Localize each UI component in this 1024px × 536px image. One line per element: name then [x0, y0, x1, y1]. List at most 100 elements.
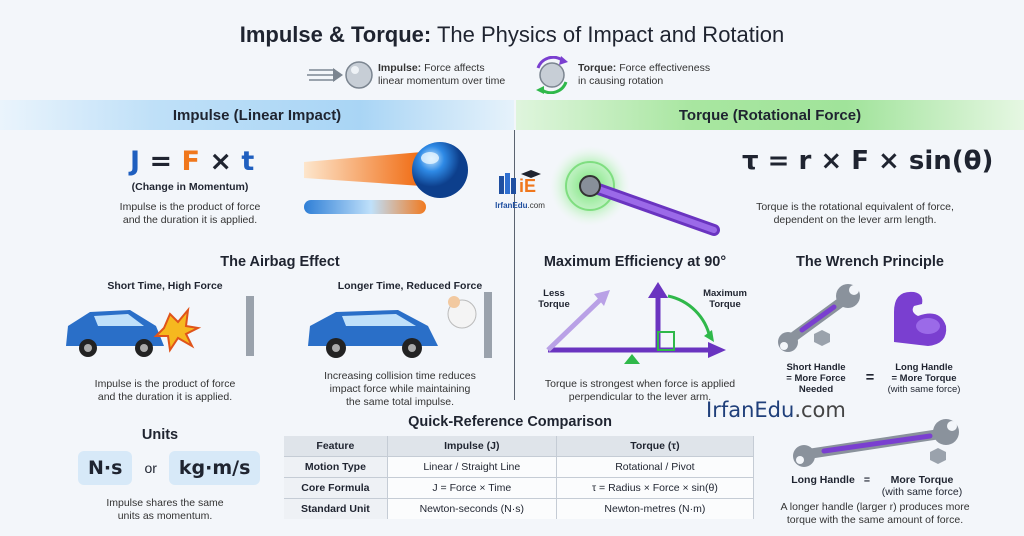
- max-torque-2: Torque: [709, 299, 741, 310]
- units-row: N·s or kg·m/s: [78, 451, 261, 485]
- airbag-right-label: Longer Time, Reduced Force: [337, 280, 483, 292]
- bottom-more-1: More Torque: [890, 474, 954, 486]
- airbag-right-desc-3: the same total impulse.: [346, 396, 454, 408]
- brand-suffix: .com: [794, 398, 846, 422]
- table-cell: Newton-seconds (N·s): [387, 498, 557, 519]
- max-torque-1: Maximum: [703, 288, 747, 299]
- torque-legend: Torque: Force effectiveness in causing r…: [578, 62, 710, 88]
- torque-legend-icon: [536, 56, 568, 94]
- formula-x: ×: [209, 146, 232, 177]
- torque-desc: Torque is the rotational equivalent of f…: [735, 201, 975, 227]
- small-logo-text: IrfanEdu.com: [490, 201, 550, 210]
- table-cell: Core Formula: [284, 477, 388, 499]
- units-or: or: [144, 460, 157, 476]
- table-row: Core Formula J = Force × Time τ = Radius…: [284, 477, 755, 499]
- short-handle-2: = More Force: [786, 373, 846, 384]
- page-title: Impulse & Torque: The Physics of Impact …: [0, 22, 1024, 48]
- long-handle-2: = More Torque: [891, 373, 957, 384]
- table-cell: Linear / Straight Line: [387, 456, 557, 478]
- wrench-desc: A longer handle (larger r) produces more…: [760, 501, 990, 527]
- table-header: Torque (τ): [556, 436, 755, 457]
- airbag-left-label: Short Time, High Force: [107, 280, 223, 292]
- units-desc: Impulse shares the same units as momentu…: [80, 497, 250, 523]
- long-handle-label: Long Handle= More Torque(with same force…: [876, 362, 972, 395]
- formula-f: F: [181, 146, 200, 177]
- torque-header: Torque (Rotational Force): [516, 100, 1024, 130]
- small-logo-suffix: .com: [527, 201, 545, 210]
- svg-text:iE: iE: [519, 176, 536, 196]
- short-wrench-icon: [778, 284, 860, 352]
- wrench-desc-1: A longer handle (larger r) produces more: [780, 501, 970, 513]
- torque-legend-text-1: Force effectiveness: [616, 62, 711, 74]
- crash-car-right: [308, 292, 492, 358]
- long-handle-3: (with same force): [887, 384, 961, 395]
- efficiency-diagram: [546, 282, 726, 364]
- brand-logo: IrfanEdu.com: [706, 398, 846, 422]
- impulse-formula: J = F × t: [130, 146, 254, 177]
- torque-desc-1: Torque is the rotational equivalent of f…: [756, 201, 954, 213]
- formula-eq: =: [149, 146, 173, 177]
- unit-ns: N·s: [78, 451, 133, 485]
- units-desc-2: units as momentum.: [117, 510, 213, 522]
- table-cell: Newton-metres (N·m): [556, 498, 755, 519]
- torque-legend-text-2: in causing rotation: [578, 75, 664, 87]
- title-rest: The Physics of Impact and Rotation: [431, 22, 785, 47]
- small-logo: iE IrfanEdu.com: [490, 168, 550, 210]
- table-row: Standard Unit Newton-seconds (N·s) Newto…: [284, 498, 755, 519]
- short-handle-1: Short Handle: [786, 362, 846, 373]
- bottom-eq: =: [863, 474, 871, 486]
- torque-legend-label: Torque:: [578, 62, 617, 74]
- brand-name: IrfanEdu: [706, 398, 795, 422]
- impulse-legend-icon: [307, 61, 373, 89]
- impulse-legend-text-1: Force affects: [421, 62, 485, 74]
- wrench-title: The Wrench Principle: [796, 254, 944, 270]
- impulse-legend: Impulse: Force affects linear momentum o…: [378, 62, 505, 88]
- bottom-more-torque: More Torque(with same force): [874, 474, 970, 498]
- airbag-left-desc: Impulse is the product of force and the …: [70, 378, 260, 404]
- impulse-desc: Impulse is the product of force and the …: [90, 201, 290, 227]
- short-handle-3: Needed: [798, 384, 834, 395]
- long-handle-1: Long Handle: [895, 362, 953, 373]
- units-title: Units: [141, 427, 179, 443]
- comparison-table: Feature Impulse (J) Torque (τ) Motion Ty…: [284, 436, 755, 519]
- crash-car-left: [66, 296, 254, 357]
- table-cell: Standard Unit: [284, 498, 388, 519]
- impulse-desc-2: and the duration it is applied.: [122, 214, 258, 226]
- formula-j: J: [130, 146, 141, 177]
- table-row: Motion Type Linear / Straight Line Rotat…: [284, 456, 755, 478]
- impulse-legend-label: Impulse:: [378, 62, 422, 74]
- long-wrench-icon: [793, 419, 959, 467]
- efficiency-desc-1: Torque is strongest when force is applie…: [544, 378, 736, 390]
- less-torque-2: Torque: [538, 299, 570, 310]
- table-cell: τ = Radius × Force × sin(θ): [556, 477, 755, 499]
- torque-desc-2: dependent on the lever arm length.: [773, 214, 937, 226]
- efficiency-desc-2: perpendicular to the lever arm.: [568, 391, 712, 403]
- logo-books-icon: iE: [499, 170, 541, 196]
- airbag-right-desc-2: impact force while maintaining: [329, 383, 471, 395]
- table-header-row: Feature Impulse (J) Torque (τ): [284, 436, 755, 457]
- efficiency-title: Maximum Efficiency at 90°: [543, 254, 727, 270]
- impulse-formula-caption: (Change in Momentum): [131, 181, 249, 193]
- center-divider: [514, 130, 515, 400]
- table-header: Impulse (J): [387, 436, 557, 457]
- impulse-ball-graphic: [304, 142, 468, 214]
- bottom-more-2: (with same force): [881, 486, 963, 498]
- torque-formula: τ = r × F × sin(θ): [742, 146, 994, 176]
- unit-kgms: kg·m/s: [168, 451, 261, 485]
- airbag-left-desc-2: and the duration it is applied.: [97, 391, 233, 403]
- impulse-desc-1: Impulse is the product of force: [119, 201, 261, 213]
- title-bold: Impulse & Torque:: [239, 22, 432, 47]
- airbag-right-desc-1: Increasing collision time reduces: [324, 370, 476, 382]
- formula-t: t: [241, 146, 255, 177]
- table-cell: Rotational / Pivot: [556, 456, 755, 478]
- airbag-right-desc: Increasing collision time reduces impact…: [300, 370, 500, 409]
- table-header: Feature: [284, 436, 388, 457]
- less-torque-1: Less: [543, 288, 565, 299]
- table-cell: Motion Type: [284, 456, 388, 478]
- wrench-eq: =: [865, 370, 875, 386]
- impulse-legend-text-2: linear momentum over time: [378, 75, 506, 87]
- efficiency-desc: Torque is strongest when force is applie…: [525, 378, 755, 404]
